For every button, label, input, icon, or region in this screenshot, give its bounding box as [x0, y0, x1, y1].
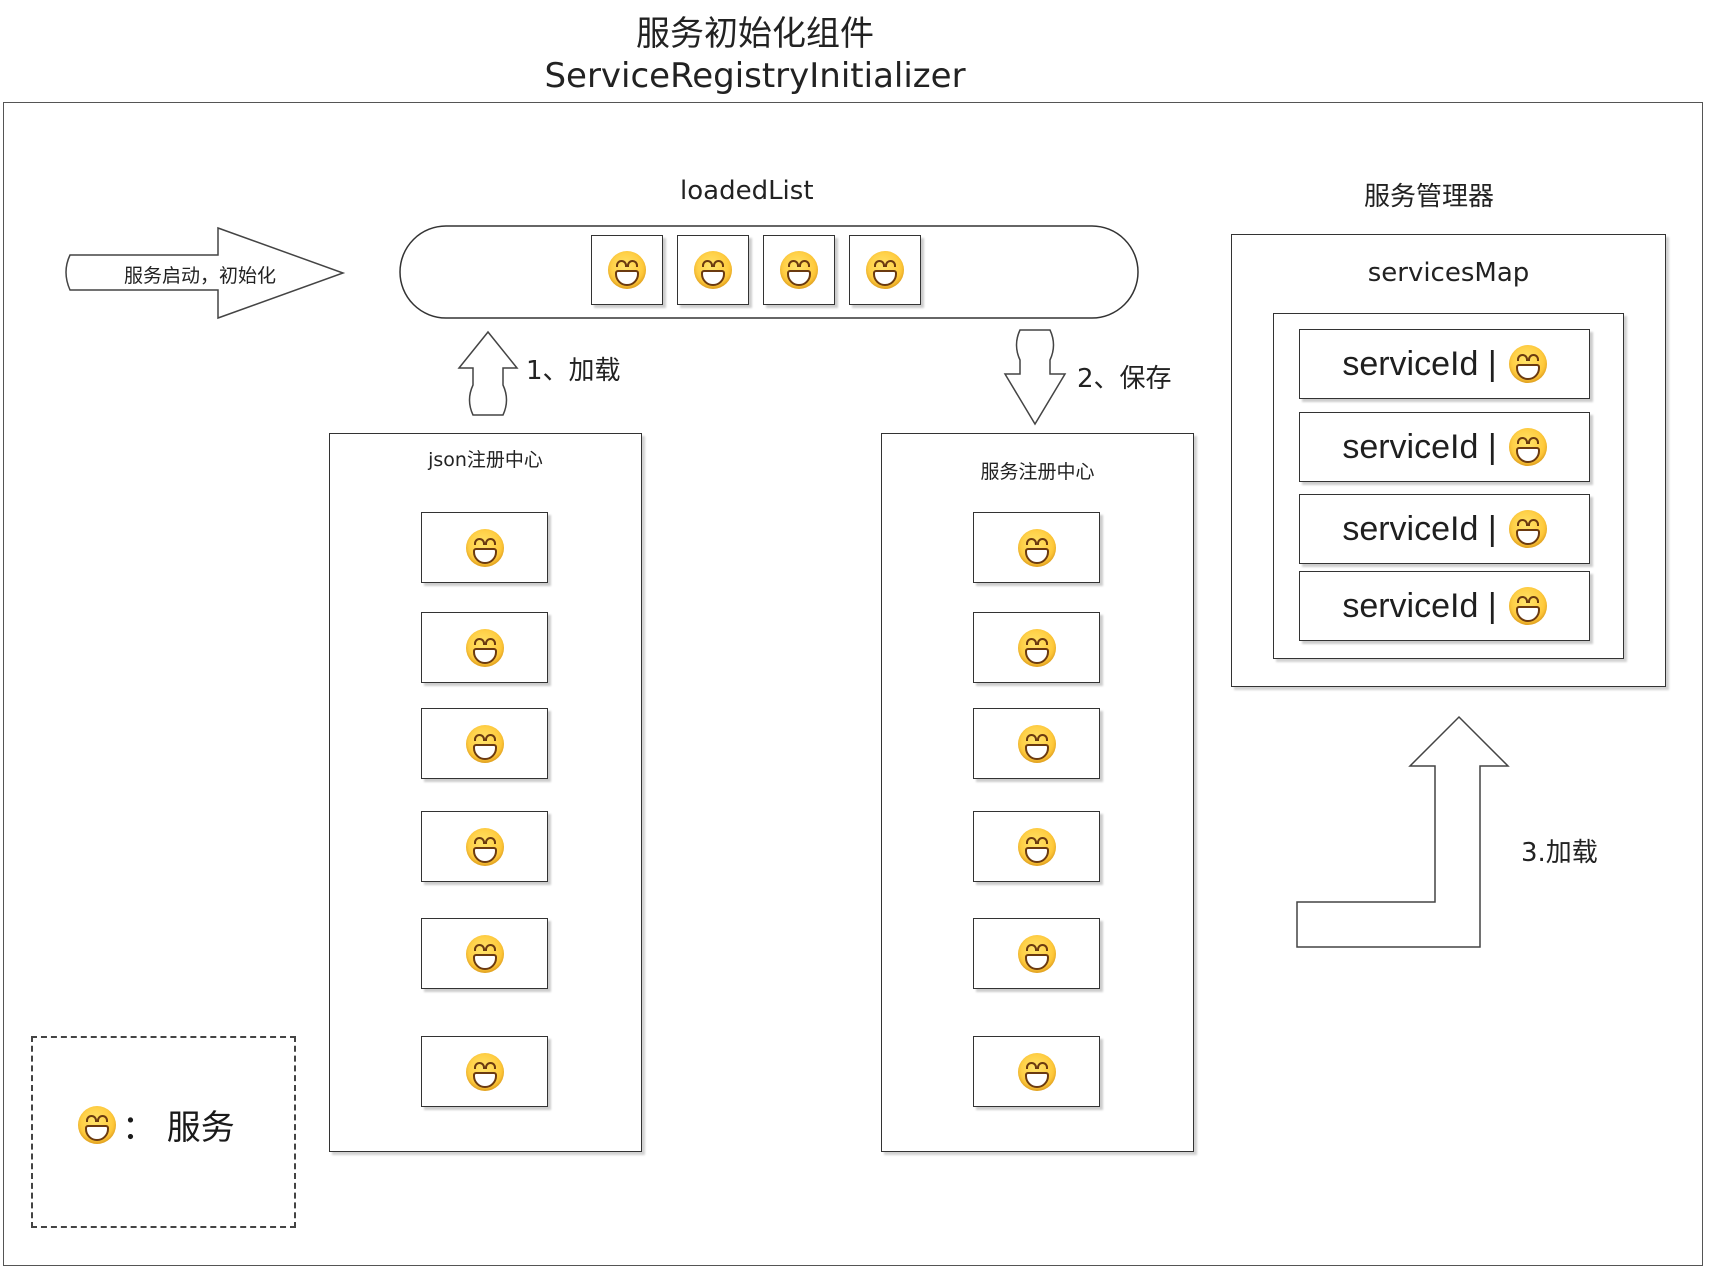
json-registry-item	[421, 512, 548, 583]
json-registry-item	[421, 1036, 548, 1107]
service-manager-label: 服务管理器	[1364, 182, 1495, 212]
services-map-entry: serviceId |	[1299, 412, 1590, 482]
service-id-text: serviceId |	[1342, 344, 1497, 383]
service-registry-item	[973, 512, 1100, 583]
json-registry-label: json注册中心	[428, 449, 543, 471]
loaded-list-item	[763, 235, 835, 305]
services-map-entry: serviceId |	[1299, 329, 1590, 399]
service-id-text: serviceId |	[1342, 427, 1497, 466]
grinning-face-icon	[1508, 428, 1547, 466]
services-map-entry: serviceId |	[1299, 571, 1590, 641]
grinning-face-icon	[1508, 345, 1547, 383]
services-map-entry: serviceId |	[1299, 494, 1590, 564]
grinning-face-icon	[465, 934, 504, 973]
service-registry-item	[973, 1036, 1100, 1107]
json-registry-item	[421, 918, 548, 989]
grinning-face-icon	[465, 827, 504, 866]
grinning-face-icon	[465, 724, 504, 763]
json-registry-item	[421, 612, 548, 683]
service-registry-item	[973, 918, 1100, 989]
diagram-subtitle: ServiceRegistryInitializer	[544, 56, 966, 96]
grinning-face-icon	[465, 528, 504, 567]
grinning-face-icon	[608, 251, 646, 289]
legend-entry: ： 服务	[78, 1100, 235, 1149]
loaded-list-item	[591, 235, 663, 305]
step-save-label: 2、保存	[1077, 364, 1172, 394]
loaded-list-item	[677, 235, 749, 305]
grinning-face-icon	[1508, 510, 1547, 548]
diagram-title: 服务初始化组件	[636, 14, 874, 54]
grinning-face-icon	[465, 628, 504, 667]
loaded-list-item	[849, 235, 921, 305]
service-registry-item	[973, 612, 1100, 683]
grinning-face-icon	[1017, 827, 1056, 866]
grinning-face-icon	[1017, 934, 1056, 973]
services-map-label: servicesMap	[1367, 258, 1530, 288]
grinning-face-icon	[465, 1052, 504, 1091]
json-registry-item	[421, 811, 548, 882]
legend-text: ： 服务	[122, 1108, 235, 1148]
grinning-face-icon	[694, 251, 732, 289]
component-frame	[3, 102, 1703, 1266]
json-registry-item	[421, 708, 548, 779]
loaded-list-label: loadedList	[680, 176, 814, 206]
service-registry-item	[973, 708, 1100, 779]
grinning-face-icon	[1017, 528, 1056, 567]
grinning-face-icon	[866, 251, 904, 289]
service-id-text: serviceId |	[1342, 509, 1497, 548]
start-arrow-label: 服务启动，初始化	[124, 265, 277, 287]
service-registry-item	[973, 811, 1100, 882]
grinning-face-icon	[1508, 587, 1547, 625]
grinning-face-icon	[78, 1105, 116, 1144]
service-registry-label: 服务注册中心	[980, 461, 1095, 483]
grinning-face-icon	[1017, 724, 1056, 763]
grinning-face-icon	[1017, 628, 1056, 667]
service-id-text: serviceId |	[1342, 586, 1497, 625]
grinning-face-icon	[1017, 1052, 1056, 1091]
grinning-face-icon	[780, 251, 818, 289]
step-load-label: 1、加载	[526, 356, 621, 386]
legend-box	[31, 1036, 296, 1228]
step-load-manager-label: 3.加载	[1521, 838, 1598, 868]
